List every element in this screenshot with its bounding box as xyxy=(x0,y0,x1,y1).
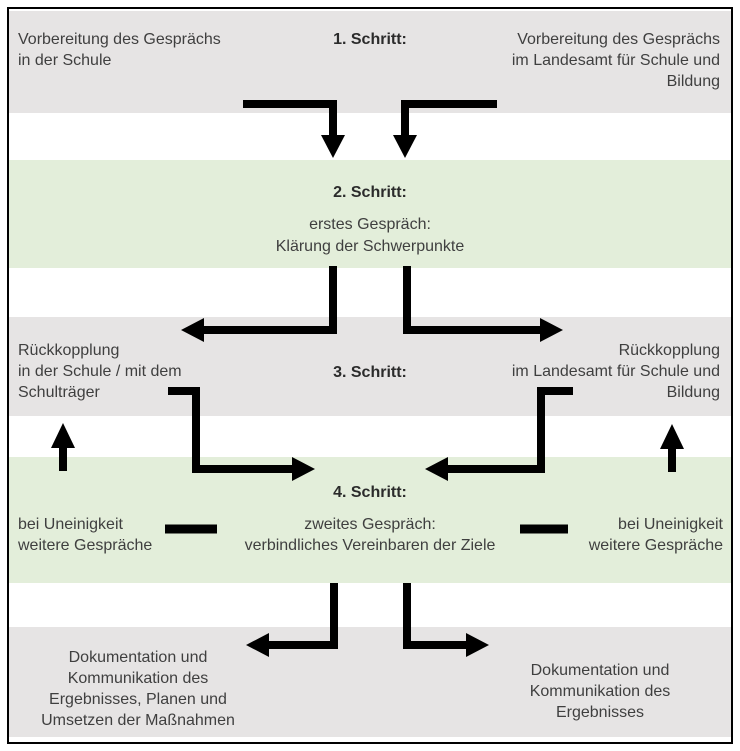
band-step4 xyxy=(9,457,731,583)
step1-right-text: Vorbereitung des Gesprächs im Landesamt … xyxy=(511,31,720,90)
step3-right-text: Rückkopplung im Landesamt für Schule und… xyxy=(511,342,720,401)
step1-label: 1. Schritt: xyxy=(333,31,407,48)
outcome-right-text: Dokumentation und Kommunikation des Erge… xyxy=(529,662,671,721)
band-step3 xyxy=(9,317,731,416)
band-step2 xyxy=(9,160,731,268)
step3-left-text: Rückkopplung in der Schule / mit dem Sch… xyxy=(18,342,182,401)
step4-right-note: bei Uneinigkeit weitere Gespräche xyxy=(588,516,723,554)
step4-body-text: zweites Gespräch: verbindliches Vereinba… xyxy=(244,516,496,554)
band-step1 xyxy=(9,11,731,113)
outcome-left-text: Dokumentation und Kommunikation des Erge… xyxy=(41,649,235,729)
step4-label: 4. Schritt: xyxy=(333,484,407,501)
step1-left-text: Vorbereitung des Gesprächs in der Schule xyxy=(18,31,221,69)
step4-left-note: bei Uneinigkeit weitere Gespräche xyxy=(18,516,153,554)
step2-body-text: erstes Gespräch: Klärung der Schwerpunkt… xyxy=(275,216,465,255)
step3-label: 3. Schritt: xyxy=(333,364,407,381)
step2-label: 2. Schritt: xyxy=(333,184,407,201)
band-outcome xyxy=(9,627,731,737)
